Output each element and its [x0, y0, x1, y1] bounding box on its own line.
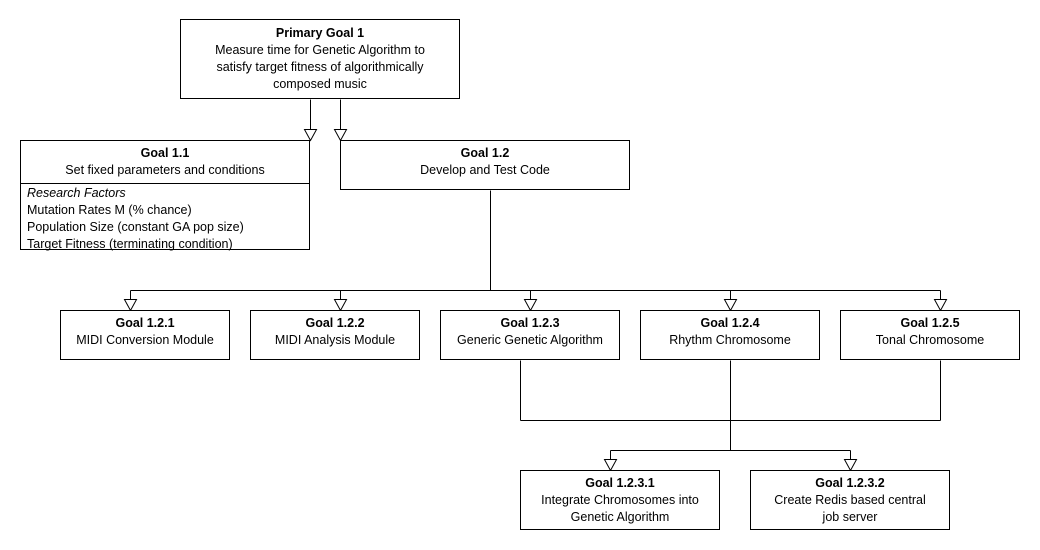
arrowhead [123, 299, 138, 312]
goal-1-1-title: Goal 1.1 [140, 146, 190, 160]
subgoal-desc: Tonal Chromosome [875, 333, 985, 347]
subgoal-title: Goal 1.2.4 [700, 316, 760, 330]
primary-goal-line-1: Measure time for Genetic Algorithm to [215, 43, 425, 57]
goal-1-1-box: Goal 1.1 Set fixed parameters and condit… [20, 140, 310, 253]
arrowhead [333, 129, 348, 142]
research-factors-section: Research Factors Mutation Rates M (% cha… [21, 183, 309, 253]
research-factor-item: Population Size (constant GA pop size) [27, 220, 244, 234]
leaf-goal-title: Goal 1.2.3.2 [815, 476, 885, 490]
subgoal-title: Goal 1.2.2 [305, 316, 365, 330]
arrowhead [843, 459, 858, 472]
leaf-goal-line: Genetic Algorithm [570, 510, 670, 524]
goal-1-2-box: Goal 1.2 Develop and Test Code [340, 140, 630, 190]
goal-1-2-3-2-box: Goal 1.2.3.2 Create Redis based central … [750, 470, 950, 530]
arrowhead [723, 299, 738, 312]
goal-1-2-4-box: Goal 1.2.4 Rhythm Chromosome [640, 310, 820, 360]
subgoal-desc: Rhythm Chromosome [669, 333, 791, 347]
subgoal-desc: MIDI Conversion Module [76, 333, 214, 347]
goal-1-2-3-box: Goal 1.2.3 Generic Genetic Algorithm [440, 310, 620, 360]
goal-1-2-desc: Develop and Test Code [420, 163, 550, 177]
arrowhead [303, 129, 318, 142]
subgoal-title: Goal 1.2.3 [500, 316, 560, 330]
goal-1-2-5-box: Goal 1.2.5 Tonal Chromosome [840, 310, 1020, 360]
primary-goal-line-3: composed music [273, 77, 367, 91]
subgoal-desc: Generic Genetic Algorithm [457, 333, 603, 347]
leaf-goal-line: Integrate Chromosomes into [541, 493, 699, 507]
primary-goal-line-2: satisfy target fitness of algorithmicall… [216, 60, 424, 74]
arrowhead [933, 299, 948, 312]
arrowhead [523, 299, 538, 312]
primary-goal-box: Primary Goal 1 Measure time for Genetic … [180, 19, 460, 99]
subgoal-title: Goal 1.2.1 [115, 316, 175, 330]
leaf-goal-title: Goal 1.2.3.1 [585, 476, 655, 490]
arrowhead [603, 459, 618, 472]
arrowhead [333, 299, 348, 312]
primary-goal-title: Primary Goal 1 [275, 26, 365, 40]
goal-1-2-1-box: Goal 1.2.1 MIDI Conversion Module [60, 310, 230, 360]
leaf-goal-line: Create Redis based central [774, 493, 926, 507]
research-factor-item: Target Fitness (terminating condition) [27, 237, 233, 251]
goal-1-2-2-box: Goal 1.2.2 MIDI Analysis Module [250, 310, 420, 360]
goal-1-2-title: Goal 1.2 [460, 146, 510, 160]
subgoal-title: Goal 1.2.5 [900, 316, 960, 330]
goal-1-1-desc: Set fixed parameters and conditions [65, 163, 265, 177]
research-factors-heading: Research Factors [27, 186, 126, 200]
research-factor-item: Mutation Rates M (% chance) [27, 203, 192, 217]
subgoal-desc: MIDI Analysis Module [274, 333, 396, 347]
goal-1-2-3-1-box: Goal 1.2.3.1 Integrate Chromosomes into … [520, 470, 720, 530]
leaf-goal-line: job server [822, 510, 878, 524]
